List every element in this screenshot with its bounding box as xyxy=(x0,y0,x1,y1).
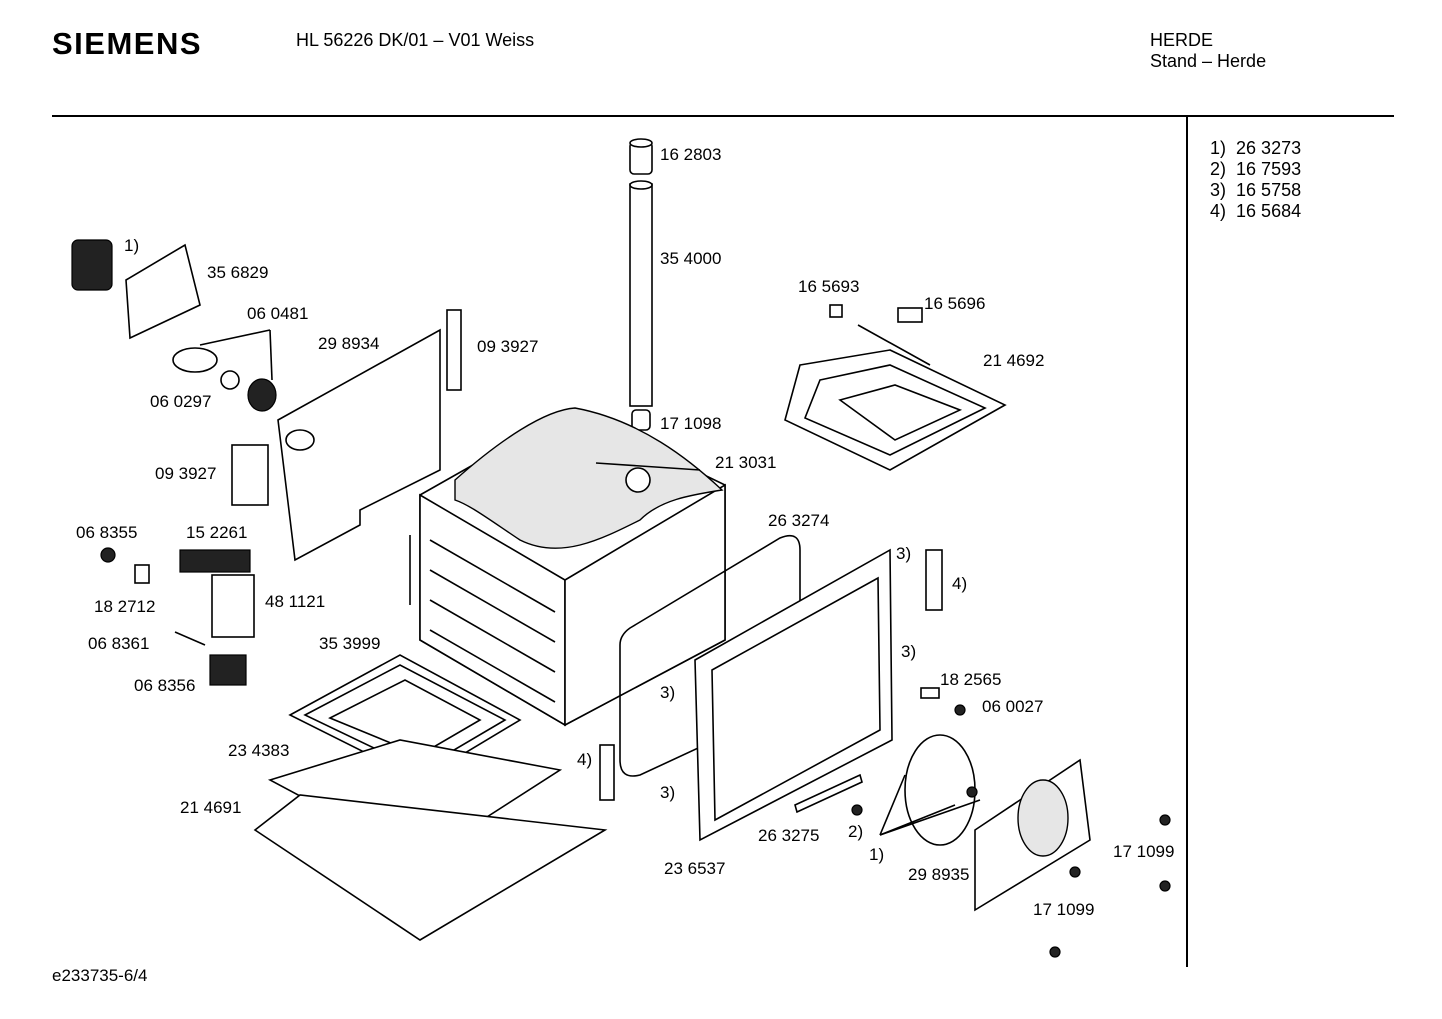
header-divider xyxy=(52,115,1394,117)
legend: 1) 26 3273 2) 16 7593 3) 16 5758 4) 16 5… xyxy=(1210,138,1301,222)
reference-marker: 4) xyxy=(577,750,593,769)
part-label: 17 1099 xyxy=(1113,842,1175,861)
reference-marker: 1) xyxy=(124,236,140,255)
category-secondary: Stand – Herde xyxy=(1150,51,1267,71)
reference-marker: 3) xyxy=(660,683,676,702)
reference-marker: 2) xyxy=(848,822,864,841)
side-bracket-right xyxy=(599,549,943,801)
tube-cap-top xyxy=(629,138,653,175)
part-label: 21 3031 xyxy=(715,453,777,472)
part-label: 16 5693 xyxy=(798,277,860,296)
fan-cover xyxy=(974,758,1091,912)
side-panel xyxy=(277,328,441,562)
front-frame xyxy=(694,548,893,842)
legend-row: 2) 16 7593 xyxy=(1210,159,1302,179)
legend-divider xyxy=(1186,117,1188,967)
screws xyxy=(851,687,1171,958)
part-label: 09 3927 xyxy=(155,464,217,483)
part-label: 26 3275 xyxy=(758,826,820,845)
fan-wheel xyxy=(904,734,978,846)
bracket-upper xyxy=(446,309,462,391)
part-label: 18 2565 xyxy=(940,670,1002,689)
brand-logo: SIEMENS xyxy=(52,26,203,61)
part-label: 23 4383 xyxy=(228,741,290,760)
part-label: 29 8935 xyxy=(908,865,970,884)
terminal-blocks xyxy=(100,547,255,686)
tube-cap-bottom xyxy=(631,409,651,431)
part-label: 17 1099 xyxy=(1033,900,1095,919)
drawing-number: e233735-6/4 xyxy=(52,966,148,985)
bracket-lower xyxy=(231,444,269,506)
switch-assembly xyxy=(71,239,201,340)
reference-marker: 1) xyxy=(869,845,885,864)
leader-lines xyxy=(199,324,981,836)
bottom-plate xyxy=(253,794,608,941)
part-label: 16 2803 xyxy=(660,145,722,164)
part-label: 21 4691 xyxy=(180,798,242,817)
legend-row: 3) 16 5758 xyxy=(1210,180,1302,200)
part-label: 09 3927 xyxy=(477,337,539,356)
reference-marker: 3) xyxy=(660,783,676,802)
part-label: 06 0027 xyxy=(982,697,1044,716)
hinge-bar xyxy=(794,773,863,814)
part-label: 17 1098 xyxy=(660,414,722,433)
insulation-mat xyxy=(454,407,724,549)
reference-marker: 3) xyxy=(901,642,917,661)
category-primary: HERDE xyxy=(1150,30,1214,50)
reference-marker: 4) xyxy=(952,574,968,593)
part-label: 06 0481 xyxy=(247,304,309,323)
part-label: 15 2261 xyxy=(186,523,248,542)
part-label: 48 1121 xyxy=(265,592,326,611)
legend-row: 1) 26 3273 xyxy=(1210,138,1302,158)
part-label: 23 6537 xyxy=(664,859,726,878)
part-label: 35 3999 xyxy=(319,634,381,653)
top-heating-element xyxy=(784,304,1007,471)
part-label: 06 8355 xyxy=(76,523,138,542)
model-title: HL 56226 DK/01 – V01 Weiss xyxy=(296,30,535,50)
part-label: 29 8934 xyxy=(318,334,380,353)
part-label: 06 8361 xyxy=(88,634,150,653)
part-label: 18 2712 xyxy=(94,597,156,616)
part-label: 06 8356 xyxy=(134,676,196,695)
part-label: 16 5696 xyxy=(924,294,986,313)
part-label: 21 4692 xyxy=(983,351,1045,370)
lamp-housing xyxy=(172,347,277,412)
part-label: 06 0297 xyxy=(150,392,212,411)
part-label: 35 6829 xyxy=(207,263,269,282)
part-label: 35 4000 xyxy=(660,249,722,268)
legend-row: 4) 16 5684 xyxy=(1210,201,1302,221)
part-label: 26 3274 xyxy=(768,511,830,530)
reference-marker: 3) xyxy=(896,544,912,563)
tube xyxy=(629,180,653,407)
